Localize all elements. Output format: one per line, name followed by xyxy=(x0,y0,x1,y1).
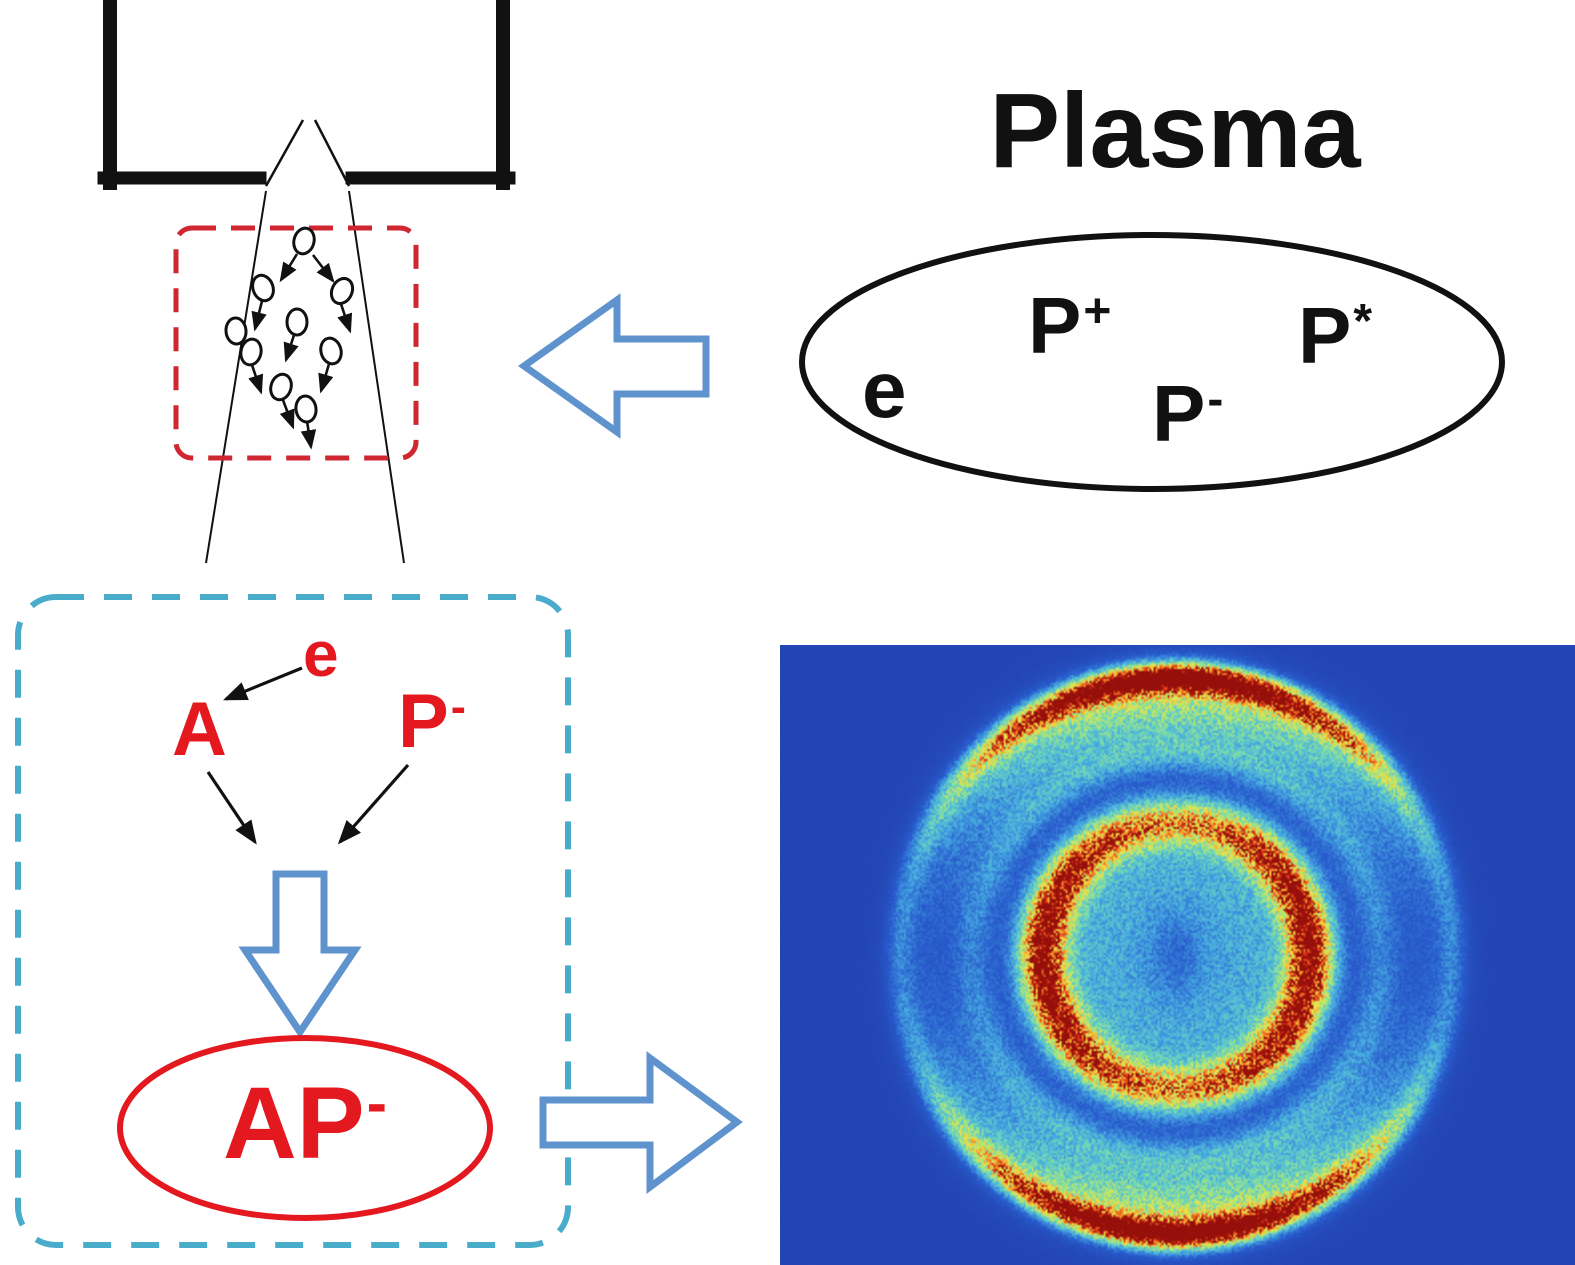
species-base: P xyxy=(1028,281,1081,370)
species-base: P xyxy=(398,679,449,764)
nozzle-throat-lines xyxy=(266,120,349,186)
molecule-icon xyxy=(318,336,344,366)
molecule-icon xyxy=(287,309,307,335)
plasma-species-electron: e xyxy=(862,350,909,430)
plasma-species-anion: P- xyxy=(1152,374,1223,454)
sampling-region-dashed-box xyxy=(176,228,416,458)
plasma-title: Plasma xyxy=(955,78,1395,184)
species-sup: - xyxy=(367,1069,387,1137)
down-block-arrow-icon xyxy=(245,874,355,1032)
species-sup: + xyxy=(1083,285,1111,338)
molecule-icon xyxy=(249,272,277,303)
reaction-atom-label: A xyxy=(172,692,227,768)
molecule-icon xyxy=(294,395,317,424)
species-base: AP xyxy=(223,1066,365,1180)
ion-velocity-map-image xyxy=(780,645,1575,1265)
right-block-arrow-icon xyxy=(543,1058,737,1187)
reaction-arrows xyxy=(208,668,408,842)
reaction-electron-label: e xyxy=(303,622,339,686)
reaction-product-label: AP- xyxy=(120,1072,490,1174)
left-block-arrow-icon xyxy=(524,300,706,432)
plasma-species-excited: P* xyxy=(1298,296,1372,376)
species-base: P xyxy=(1298,291,1351,380)
molecule-icon xyxy=(225,317,247,345)
molecule-icon xyxy=(267,372,294,403)
molecules-group xyxy=(225,226,357,423)
nozzle-icon xyxy=(104,6,509,183)
species-sup: * xyxy=(1353,295,1372,348)
plasma-species-cation: P+ xyxy=(1028,286,1111,366)
species-sup: - xyxy=(451,681,466,732)
species-base: e xyxy=(862,345,907,434)
arrow-a-to-product xyxy=(208,772,255,842)
arrow-anion-to-product xyxy=(340,765,408,842)
species-sup: - xyxy=(1207,373,1223,426)
reaction-anion-label: P- xyxy=(398,684,466,760)
species-base: P xyxy=(1152,369,1205,458)
arrow-e-to-a xyxy=(226,668,302,699)
